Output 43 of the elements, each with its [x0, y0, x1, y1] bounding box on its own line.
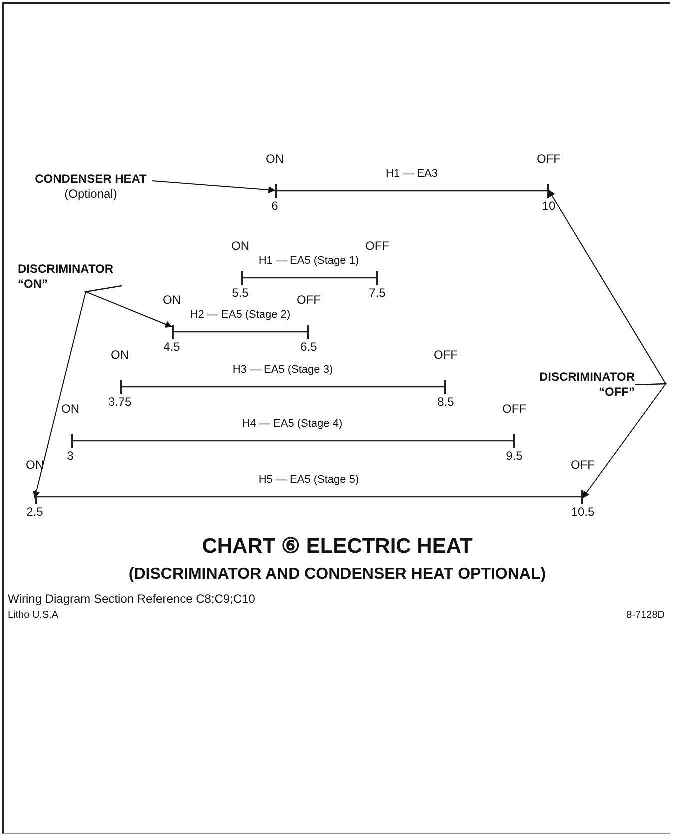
stage-label: H5 — EA5 (Stage 5): [258, 474, 360, 487]
setpoint-value: 6.5: [300, 341, 318, 354]
callout-note: (Optional): [64, 187, 118, 202]
off-label: OFF: [571, 459, 595, 472]
off-label: OFF: [537, 153, 561, 166]
off-label: OFF: [297, 294, 321, 307]
setpoint-value: 10.5: [571, 506, 595, 519]
on-label: ON: [163, 294, 181, 307]
stage-label: H3 — EA5 (Stage 3): [232, 364, 334, 377]
off-label: OFF: [434, 349, 458, 362]
setpoint-value: 3: [67, 450, 74, 463]
setpoint-value: 4.5: [164, 341, 180, 354]
setpoint-value: 6: [272, 200, 278, 213]
setpoint-value: 8.5: [438, 396, 454, 409]
setpoint-value: 9.5: [506, 450, 523, 463]
on-label: ON: [26, 459, 44, 472]
setpoint-value: 7.5: [369, 287, 386, 300]
callout-label: CONDENSER HEAT: [34, 172, 148, 187]
callout-label: DISCRIMINATOR “ON”: [18, 262, 115, 292]
on-label: ON: [62, 403, 80, 416]
stage-label: H4 — EA5 (Stage 4): [241, 418, 344, 431]
drawing-number: 8-7128D: [626, 610, 665, 621]
stage-label: H1 — EA3: [385, 168, 439, 181]
leader-arrow: [152, 180, 276, 194]
stage-label: H2 — EA5 (Stage 2): [189, 309, 292, 322]
off-label: OFF: [366, 240, 390, 253]
leader-arrow: [548, 190, 667, 386]
on-label: ON: [266, 153, 284, 166]
on-label: ON: [111, 349, 129, 362]
setpoint-value: 2.5: [26, 506, 44, 519]
callout-label: DISCRIMINATOR “OFF”: [538, 370, 635, 400]
off-label: OFF: [502, 403, 526, 416]
leader-arrow: [33, 286, 122, 499]
chart-subtitle: (DISCRIMINATOR AND CONDENSER HEAT OPTIONAL): [128, 566, 548, 584]
setpoint-value: 5.5: [232, 287, 249, 300]
setpoint-value: 10: [542, 200, 556, 213]
setpoint-value: 3.75: [108, 396, 132, 409]
chart-title: CHART ⑥ ELECTRIC HEAT: [201, 534, 474, 559]
on-label: ON: [232, 240, 250, 253]
print-note: Litho U.S.A: [8, 610, 59, 621]
stage-label: H1 — EA5 (Stage 1): [258, 255, 360, 268]
leader-arrow: [582, 383, 667, 499]
reference-note: Wiring Diagram Section Reference C8;C9;C10: [8, 592, 256, 606]
